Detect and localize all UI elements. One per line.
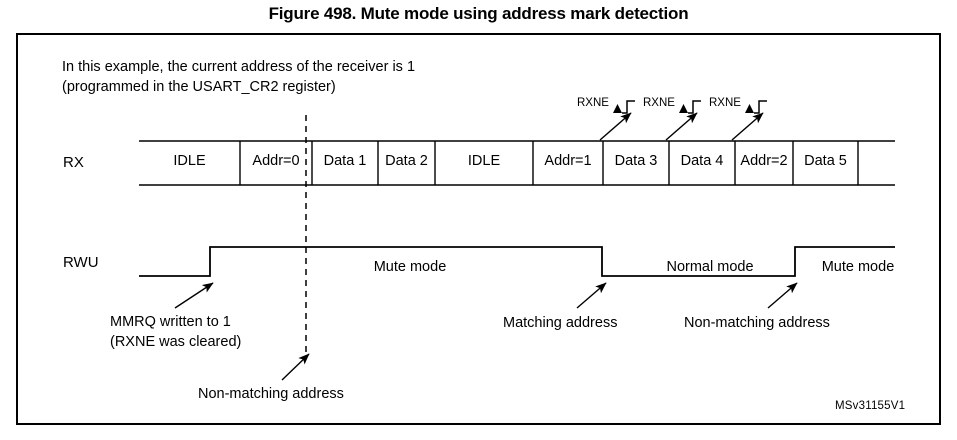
annotation-mmrq-written: MMRQ written to 1 (RXNE was cleared): [110, 312, 241, 352]
rx-frame-cell: [858, 150, 895, 172]
annotation-line: Matching address: [503, 315, 618, 331]
rx-frame-cell: Addr=2: [740, 153, 788, 169]
rx-frame-cell: IDLE: [467, 153, 501, 169]
rxne-flag-label: RXNE: [577, 97, 609, 109]
figure-watermark: MSv31155V1: [835, 400, 906, 412]
example-note-line-2: (programmed in the USART_CR2 register): [62, 79, 336, 95]
rx-signal-label: RX: [63, 154, 84, 171]
rwu-mode-label: Mute mode: [821, 259, 895, 275]
annotation-non-matching-address-left: Non-matching address: [198, 384, 344, 404]
figure-title: Figure 498. Mute mode using address mark…: [268, 4, 689, 23]
annotation-non-matching-address-right: Non-matching address: [684, 313, 830, 333]
rx-frame-cell: Data 3: [614, 153, 658, 169]
annotation-matching-address: Matching address: [503, 313, 617, 333]
rx-frame-cell: IDLE: [173, 153, 206, 169]
rwu-signal-label: RWU: [63, 254, 99, 271]
rx-frame-cell: Addr=1: [544, 153, 592, 169]
rx-frame-cell: Data 1: [323, 153, 367, 169]
figure-border: [16, 33, 941, 425]
rx-frame-cell: Data 4: [680, 153, 724, 169]
rwu-mode-label: Mute mode: [373, 259, 447, 275]
rx-frame-cell: Data 2: [385, 153, 428, 169]
annotation-line: Non-matching address: [198, 386, 344, 402]
annotation-line: Non-matching address: [684, 315, 830, 331]
annotation-line: (RXNE was cleared): [110, 334, 242, 350]
annotation-line: MMRQ written to 1: [110, 314, 231, 330]
example-note-line-1: In this example, the current address of …: [62, 59, 416, 75]
rxne-flag-label: RXNE: [709, 97, 741, 109]
rx-frame-cell: Addr=0: [252, 153, 300, 169]
rwu-mode-label: Normal mode: [666, 259, 754, 275]
rx-frame-cell: Data 5: [804, 153, 847, 169]
rxne-flag-label: RXNE: [643, 97, 675, 109]
